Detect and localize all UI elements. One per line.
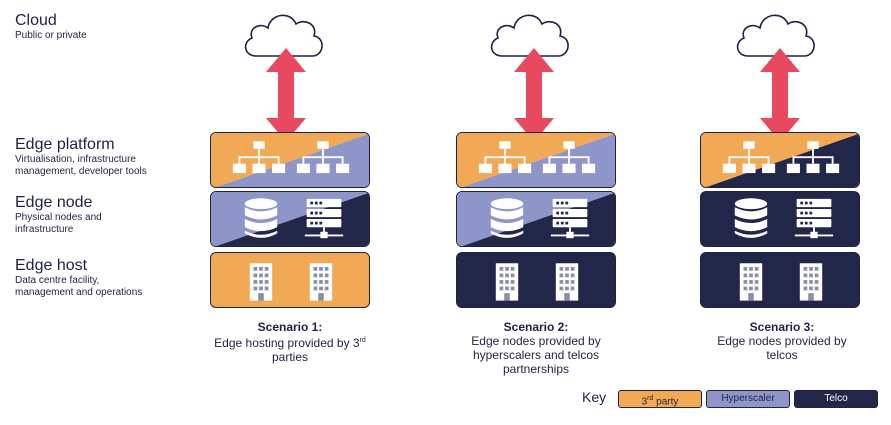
building-icon [493,260,521,302]
split-fill [701,133,859,187]
scenario-2-line3: partnerships [502,362,570,376]
building-icon [797,260,825,302]
scenario-2-line2: hyperscalers and telcos [472,348,600,362]
scenario-2-platform-box [456,132,616,188]
scenario-3-platform-box [700,132,860,188]
building-icon [307,260,335,302]
scenario-2-host-box [456,252,616,308]
double-arrow-icon [514,48,554,142]
building-icon [247,260,275,302]
scenario-3-title: Scenario 3: [749,320,815,334]
host-title: Edge host [15,257,88,274]
legend-title: Key [582,389,607,405]
hierarchy-icon [477,139,533,181]
split-fill [211,192,369,246]
scenario-1-line2: parties [271,350,309,364]
legend-third-party: 3rd party [618,390,702,408]
platform-desc-2: management, developer tools [15,166,147,177]
platform-title: Edge platform [15,136,115,153]
database-icon [733,196,769,242]
cloud-title: Cloud [15,12,57,29]
scenario-2-line1: Edge nodes provided by [471,334,601,348]
legend-telco: Telco [794,390,878,408]
platform-layer-label: Edge platform Virtualisation, infrastruc… [15,136,147,178]
node-desc-2: infrastructure [15,224,74,235]
host-desc-1: Data centre facility, [15,275,100,286]
hierarchy-icon [785,139,841,181]
split-fill [211,133,369,187]
scenario-2-title: Scenario 2: [503,320,569,334]
scenario-1-title: Scenario 1: [257,320,323,334]
database-icon [243,196,279,242]
hierarchy-icon [295,139,351,181]
server-icon [549,196,591,242]
host-desc-2: management and operations [15,287,143,298]
scenario-2-node-box [456,191,616,247]
building-icon [553,260,581,302]
server-icon [303,196,345,242]
host-layer-label: Edge host Data centre facility, manageme… [15,257,142,299]
split-fill [457,133,615,187]
split-fill [457,192,615,246]
cloud-layer-label: Cloud Public or private [15,12,87,42]
scenario-1-caption: Scenario 1: Edge hosting provided by 3rd… [190,320,390,364]
node-desc-1: Physical nodes and [15,212,102,223]
node-layer-label: Edge node Physical nodes and infrastruct… [15,194,102,236]
hierarchy-icon [231,139,287,181]
hierarchy-icon [721,139,777,181]
scenario-1-node-box [210,191,370,247]
scenario-3-line2: telcos [766,348,798,362]
server-icon [793,196,835,242]
scenario-3-line1: Edge nodes provided by [717,334,847,348]
scenario-1-line1: Edge hosting provided by 3rd [214,336,366,350]
scenario-3-caption: Scenario 3: Edge nodes provided by telco… [682,320,882,362]
node-title: Edge node [15,194,93,211]
database-icon [489,196,525,242]
scenario-3-host-box [700,252,860,308]
double-arrow-icon [760,48,800,142]
platform-desc-1: Virtualisation, infrastructure [15,154,136,165]
legend-hyperscaler: Hyperscaler [706,390,790,408]
cloud-desc: Public or private [15,30,87,41]
double-arrow-icon [266,48,306,142]
scenario-2-caption: Scenario 2: Edge nodes provided by hyper… [436,320,636,376]
scenario-1-platform-box [210,132,370,188]
building-icon [737,260,765,302]
hierarchy-icon [541,139,597,181]
scenario-1-host-box [210,252,370,308]
scenario-3-node-box [700,191,860,247]
